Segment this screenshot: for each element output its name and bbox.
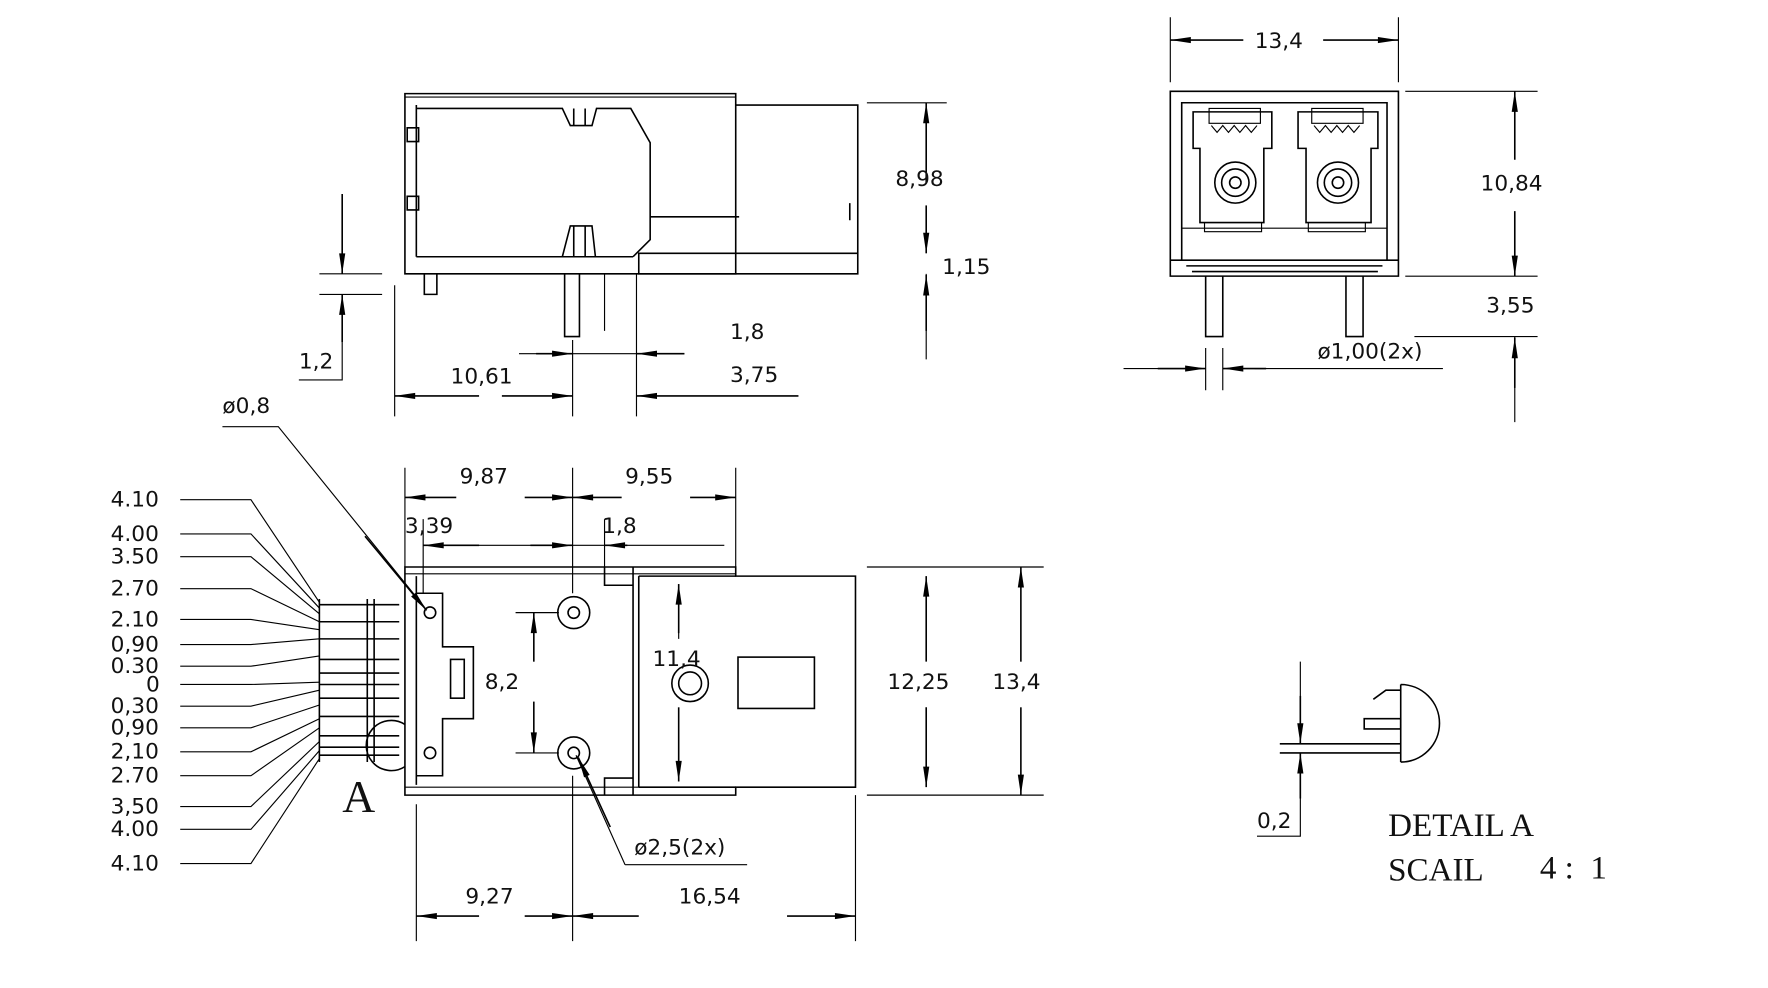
scale-label: SCAIL [1388,853,1484,889]
dim-inner-width: 12,25 [887,670,949,695]
dim-3-39: 3,39 [405,514,453,539]
pin-offset-label: 2,10 [111,740,159,765]
pin-leader-line [180,718,320,753]
scale-value: 4 : 1 [1540,850,1607,886]
pin-leader-line [180,588,320,623]
dim-front-height: 10,84 [1481,172,1543,197]
dim-detail: 0,2 [1257,809,1291,834]
dim-front-pin-diameter: ø1,00(2x) [1317,339,1422,364]
pin-offset-label: 0,90 [111,716,159,741]
dim-pin-length: 1,2 [299,350,333,375]
pin-offset-label: 4.00 [111,522,159,547]
dim-base: 1,15 [942,255,990,280]
dim-16-54: 16,54 [679,884,741,909]
dim-large-hole: ø2,5(2x) [634,835,725,860]
dim-pin-to-edge: 3,75 [730,363,778,388]
top-view: ø0,8 9,87 9,55 3,39 1,8 8,2 11,4 12,25 1… [222,394,1044,942]
pin-leader-line [180,638,320,646]
pin-offset-label: 4.10 [111,488,159,513]
dim-pin-width: 1,8 [730,320,764,345]
pin-leader-line [180,727,320,777]
dim-front-pin-length: 3,55 [1486,294,1534,319]
pin-leader-line [180,689,320,707]
pin-offset-labels: 4.104.003.502.702.100,900.3000,300,902,1… [111,488,320,876]
dim-hole-pitch: 8,2 [485,670,519,695]
pin-leader-line [180,655,320,667]
detail-title: DETAIL A [1388,808,1534,844]
dim-outer-width: 13,4 [992,670,1040,695]
pin-offset-label: 0,30 [111,694,159,719]
detail-a: 0,2 DETAIL A SCAIL 4 : 1 [1257,661,1607,889]
pin-leader-line [180,704,320,729]
dim-9-55: 9,55 [625,465,673,490]
dim-9-27: 9,27 [465,884,513,909]
pin-leader-line [180,758,320,865]
dim-height: 8,98 [895,167,943,192]
pin-leader-line [180,618,320,631]
pin-offset-label: 2.10 [111,607,159,632]
pin-offset-label: 2.70 [111,764,159,789]
pin-offset-label: 4.10 [111,851,159,876]
pin-leader-line [180,750,320,830]
dim-small-hole: ø0,8 [222,394,270,419]
detail-marker: A [342,771,375,822]
side-view: 8,98 1,15 1,2 1,8 10,61 3,75 [299,92,990,417]
pin-offset-label: 4.00 [111,817,159,842]
pin-leader-line [180,533,320,609]
front-view: 13,4 10,84 3,55 ø1,00(2x) [1123,17,1543,423]
pin-offset-label: 0 [146,672,160,697]
pin-leader-line [180,556,320,615]
pin-offset-label: 3,50 [111,794,159,819]
dim-front-width: 13,4 [1255,29,1303,54]
pin-leader-line [180,741,320,808]
pin-offset-label: 3.50 [111,545,159,570]
pin-offset-label: 2.70 [111,577,159,602]
pin-leader-line [180,499,320,603]
dim-to-pin: 10,61 [451,364,513,389]
dim-11-4: 11,4 [652,647,700,672]
pin-leader-line [180,681,320,686]
pin-offset-label: 0.30 [111,654,159,679]
dim-9-87: 9,87 [460,465,508,490]
dim-1-8: 1,8 [602,514,636,539]
pin-offset-label: 0,90 [111,632,159,657]
